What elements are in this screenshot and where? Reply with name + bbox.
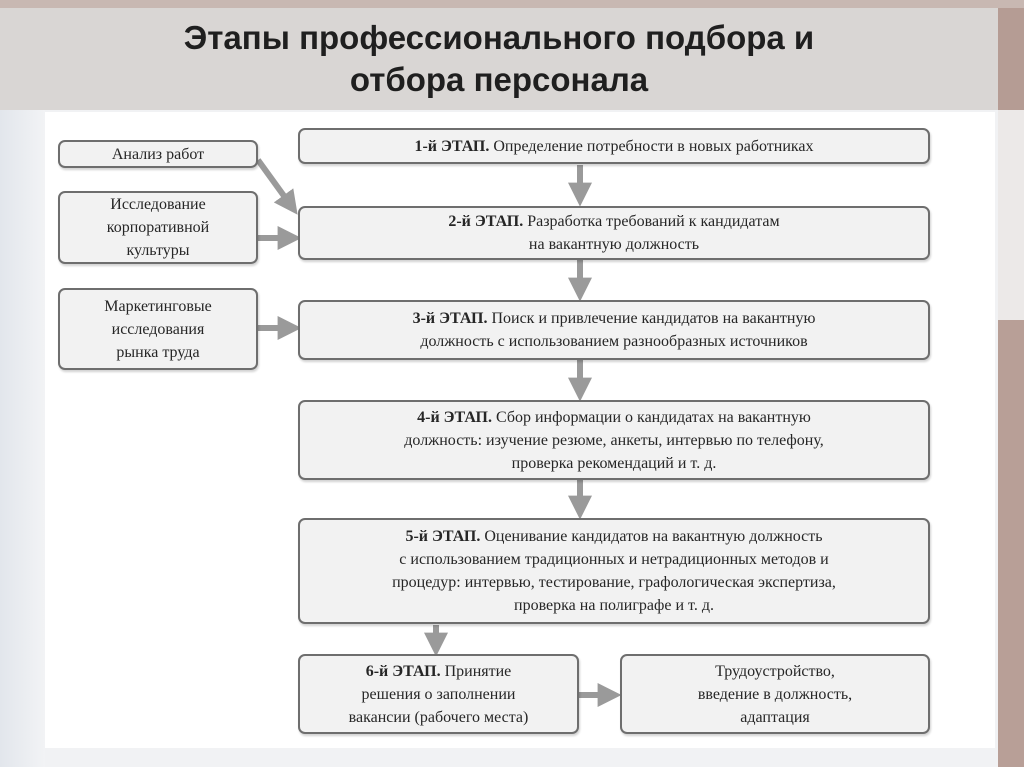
side-box-labor-market: Маркетинговые исследования рынка труда: [58, 288, 258, 370]
stage-5-label: 5-й ЭТАП.: [405, 528, 481, 545]
stage-5-text-line-3: процедур: интервью, тестирование, графол…: [392, 574, 836, 591]
right-decor-block-top: [998, 8, 1024, 110]
result-line-1: Трудоустройство,: [715, 662, 835, 680]
stage-5-line: 5-й ЭТАП. Оценивание кандидатов на вакан…: [405, 525, 822, 548]
side-box-line: Исследование: [110, 196, 206, 213]
stage-5-box: 5-й ЭТАП. Оценивание кандидатов на вакан…: [298, 518, 930, 624]
side-box-line: исследования: [111, 320, 205, 338]
stage-6-text: Принятие: [444, 662, 512, 680]
left-decor-fade: [0, 110, 45, 767]
stage-5-text-line-2: с использованием традиционных и нетрадиц…: [399, 551, 829, 568]
side-box-line: культуры: [126, 242, 190, 259]
stage-2-line: 2-й ЭТАП. Разработка требований к кандид…: [448, 210, 779, 233]
side-box-line: Маркетинговые: [104, 297, 212, 315]
stage-6-label: 6-й ЭТАП.: [365, 662, 441, 680]
stage-3-text: Поиск и привлечение кандидатов на вакант…: [491, 310, 816, 327]
stage-3-label: 3-й ЭТАП.: [412, 310, 488, 327]
stage-6-text-line-3: вакансии (рабочего места): [348, 708, 529, 726]
stage-4-text: Сбор информации о кандидатах на вакантну…: [495, 408, 811, 426]
stage-2-text: Разработка требований к кандидатам: [527, 213, 780, 230]
title-line-2: отбора персонала: [349, 61, 649, 98]
stage-5-text-line-4: проверка на полиграфе и т. д.: [514, 597, 714, 614]
result-line-3: адаптация: [740, 708, 810, 726]
stage-4-label: 4-й ЭТАП.: [417, 408, 492, 426]
stage-1-box: 1-й ЭТАП. Определение потребности в новы…: [298, 128, 930, 164]
result-line-2: введение в должность,: [697, 685, 853, 703]
stage-6-box: 6-й ЭТАП. Принятие решения о заполнении …: [298, 654, 579, 734]
stage-2-label: 2-й ЭТАП.: [448, 213, 524, 230]
stage-3-box: 3-й ЭТАП. Поиск и привлечение кандидатов…: [298, 300, 930, 360]
stage-4-text-line-3: проверка рекомендаций и т. д.: [511, 454, 717, 472]
stage-6-text-line-2: решения о заполнении: [361, 685, 516, 703]
top-accent-bar: [0, 0, 1024, 8]
side-box-line: рынка труда: [116, 343, 200, 361]
result-box: Трудоустройство, введение в должность, а…: [620, 654, 930, 734]
right-decor-block-bottom: [998, 320, 1024, 767]
stage-1-text: Определение потребности в новых работник…: [493, 137, 814, 155]
side-box-line: корпоративной: [106, 219, 210, 236]
title-bar: Этапы профессионального подбора и отбора…: [0, 8, 998, 110]
slide-title: Этапы профессионального подбора и отбора…: [184, 17, 814, 101]
stage-6-line: 6-й ЭТАП. Принятие: [366, 660, 512, 683]
side-box-job-analysis: Анализ работ: [58, 140, 258, 168]
stage-4-box: 4-й ЭТАП. Сбор информации о кандидатах н…: [298, 400, 930, 480]
stage-3-line: 3-й ЭТАП. Поиск и привлечение кандидатов…: [413, 307, 816, 330]
stage-4-text-line-2: должность: изучение резюме, анкеты, инте…: [404, 431, 824, 449]
title-line-1: Этапы профессионального подбора и: [183, 19, 815, 56]
side-box-job-analysis-text: Анализ работ: [111, 145, 205, 163]
stage-5-text: Оценивание кандидатов на вакантную должн…: [484, 528, 823, 545]
arrow-analysis-to-stage2: [255, 158, 298, 215]
stage-1-line: 1-й ЭТАП. Определение потребности в новы…: [414, 135, 813, 158]
stage-3-text-line-2: должность с использованием разнообразных…: [420, 333, 808, 350]
stage-2-box: 2-й ЭТАП. Разработка требований к кандид…: [298, 206, 930, 260]
stage-1-label: 1-й ЭТАП.: [414, 137, 490, 155]
stage-2-text-line-2: на вакантную должность: [528, 236, 700, 253]
stage-4-line: 4-й ЭТАП. Сбор информации о кандидатах н…: [417, 406, 811, 429]
side-box-corporate-culture: Исследование корпоративной культуры: [58, 191, 258, 264]
